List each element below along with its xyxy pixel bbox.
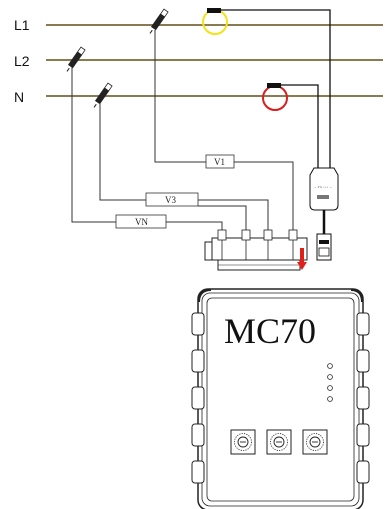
- flexible-current-clamp-icon: [262, 83, 316, 111]
- line-label-l2: L2: [14, 53, 30, 69]
- rotary-knob-icon: [302, 429, 328, 455]
- wire-label-v1: V1: [214, 157, 225, 167]
- wire-label-box-v3: V3: [145, 192, 199, 207]
- line-label-l1: L1: [14, 17, 30, 33]
- left-side-tabs: [191, 312, 205, 484]
- rotary-knob-icon: [266, 429, 292, 455]
- lead-v1: [154, 30, 208, 163]
- crocodile-clip-icon: [93, 82, 113, 108]
- rotary-knob-icon: [230, 429, 256, 455]
- status-led-icon: [327, 374, 333, 380]
- bus-lines: [46, 24, 383, 97]
- lead-vn: [71, 67, 118, 223]
- status-led-icon: [327, 385, 333, 391]
- crocodile-clip-icon: [149, 8, 169, 34]
- insert-arrow-icon: [297, 248, 307, 270]
- status-led-icon: [327, 363, 333, 369]
- terminal-connector: [204, 229, 308, 271]
- device-name: MC70: [224, 311, 316, 351]
- probe-text: ~ 1% ••• ~: [314, 185, 332, 189]
- voltage-leads: [71, 30, 294, 232]
- wire-label-vn: VN: [135, 217, 148, 227]
- wire-label-box-vn: VN: [115, 214, 167, 229]
- right-side-tabs: [356, 312, 370, 484]
- flexible-current-clamp-icon: [202, 8, 328, 35]
- mc70-device: MC70: [191, 288, 370, 509]
- crocodile-clip-icon: [66, 46, 86, 72]
- lead-v3: [99, 103, 148, 201]
- wire-label-v3: V3: [165, 195, 176, 205]
- status-led-icon: [327, 396, 333, 402]
- line-label-n: N: [14, 89, 24, 105]
- wire-label-box-v1: V1: [205, 154, 235, 169]
- current-probe-icon: ~ 1% ••• ~: [309, 167, 339, 261]
